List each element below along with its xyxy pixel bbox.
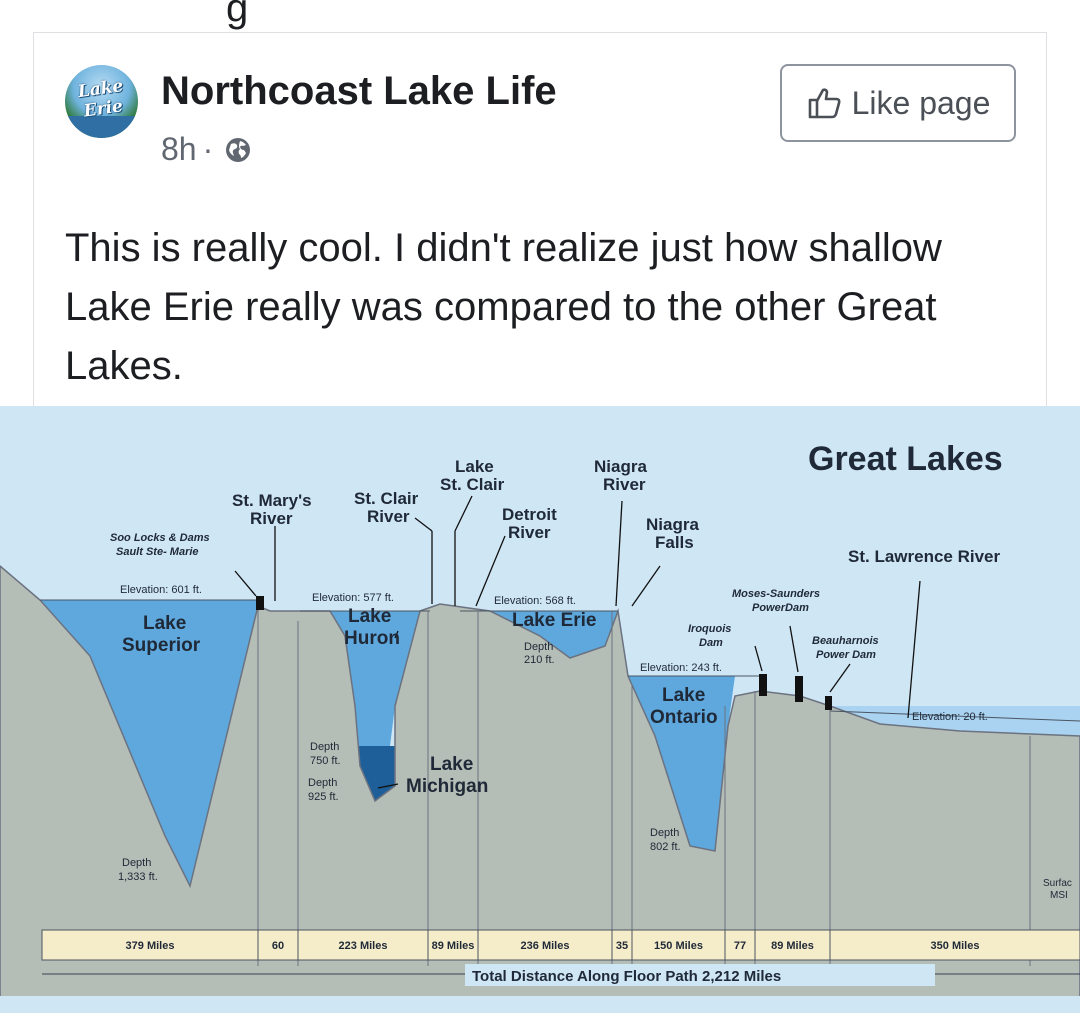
distance-label: 89 Miles <box>432 940 475 952</box>
distance-label: 89 Miles <box>771 940 814 952</box>
distance-label: 60 <box>272 940 284 952</box>
great-lakes-figure: Great Lakes Lake Superior Lake Huron Lak… <box>0 406 1080 1013</box>
label-niagra-falls-2: Falls <box>655 533 694 552</box>
label-beauharnois-2: Power Dam <box>816 649 876 661</box>
label-detroit-river: River <box>508 523 551 542</box>
like-page-label: Like page <box>851 84 991 121</box>
great-lakes-profile-diagram: Great Lakes Lake Superior Lake Huron Lak… <box>0 406 1080 1013</box>
label-lake-erie: Lake Erie <box>512 610 597 631</box>
label-lake-superior-1: Lake <box>143 613 186 634</box>
figure-bottom <box>0 996 1080 1013</box>
label-lake-st-clair-1: Lake <box>455 457 494 476</box>
elevation-labels: Elevation: 601 ft. Elevation: 577 ft. El… <box>120 584 988 723</box>
river-labels: St. Mary's River St. Clair River Lake St… <box>232 457 1001 566</box>
distance-cells: 379 Miles 60 223 Miles 89 Miles 236 Miles 35 1… <box>126 930 980 960</box>
land-profile <box>0 565 1080 1013</box>
page-name[interactable]: Northcoast Lake Life <box>161 69 557 113</box>
beauharnois-dam <box>825 696 832 710</box>
section-dividers <box>257 606 1031 966</box>
label-lake-ontario-1: Lake <box>662 685 705 706</box>
total-label-bg <box>465 964 935 986</box>
label-moses-1: Moses-Saunders <box>732 588 820 600</box>
label-lake-ontario-2: Ontario <box>650 707 718 728</box>
pointer-lines <box>234 495 921 789</box>
iroquois-dam <box>759 674 767 696</box>
soo-locks-dam <box>256 596 264 610</box>
label-soo-1: Soo Locks & Dams <box>110 532 210 544</box>
distance-label: 236 Miles <box>521 940 570 952</box>
label-moses-2: PowerDam <box>752 602 809 614</box>
depth-erie-2: 210 ft. <box>524 654 555 666</box>
label-beauharnois-1: Beauharnois <box>812 635 879 647</box>
lake-labels: Lake Superior Lake Huron Lake Michigan L… <box>122 606 718 797</box>
post-text: This is really cool. I didn't realize ju… <box>65 226 942 388</box>
distance-label: 150 Miles <box>654 940 703 952</box>
distance-label: 379 Miles <box>126 940 175 952</box>
huron-water <box>330 611 420 766</box>
like-page-button[interactable]: Like page <box>780 64 1016 142</box>
label-lake-michigan-1: Lake <box>430 754 473 775</box>
label-iroquois-2: Dam <box>699 637 723 649</box>
label-niagra-river: River <box>603 475 646 494</box>
label-st-clair: St. Clair <box>354 489 419 508</box>
figure-title: Great Lakes <box>808 440 1003 478</box>
total-distance-label: Total Distance Along Floor Path 2,212 Mi… <box>472 968 781 985</box>
depth-erie-1: Depth <box>524 641 553 653</box>
elev-superior: Elevation: 601 ft. <box>120 584 202 596</box>
post-card: Lake Erie Northcoast Lake Life 8h · Like… <box>33 32 1047 408</box>
distance-label: 77 <box>734 940 746 952</box>
distance-bar <box>41 929 1080 961</box>
label-lake-huron-1: Lake <box>348 606 391 627</box>
label-st-clair-river: River <box>367 507 410 526</box>
depth-superior-1: Depth <box>122 857 151 869</box>
depth-labels: Depth 1,333 ft. Depth 750 ft. Depth 925 … <box>118 641 681 883</box>
st-lawrence-surface-line <box>829 710 1080 722</box>
globe-icon <box>226 137 251 162</box>
label-soo-2: Sault Ste- Marie <box>116 546 199 558</box>
depth-michigan-2: 925 ft. <box>308 791 339 803</box>
label-st-marys-river: River <box>250 509 293 528</box>
label-st-lawrence: St. Lawrence River <box>848 547 1001 566</box>
thumbs-up-icon <box>808 88 841 119</box>
dam-labels: Soo Locks & Dams Sault Ste- Marie Moses-… <box>110 532 879 661</box>
distance-label: 35 <box>616 940 628 952</box>
distance-label: 350 Miles <box>931 940 980 952</box>
surface-label-1: Surfac <box>1043 878 1072 889</box>
depth-michigan-1: Depth <box>308 777 337 789</box>
avatar-water <box>65 116 138 138</box>
label-lake-st-clair-2: St. Clair <box>440 475 505 494</box>
label-niagra-falls-1: Niagra <box>646 515 699 534</box>
elev-erie: Elevation: 568 ft. <box>494 595 576 607</box>
post-meta: 8h · <box>161 131 253 168</box>
erie-water <box>490 611 618 658</box>
depth-superior-2: 1,333 ft. <box>118 871 158 883</box>
depth-ontario-2: 802 ft. <box>650 841 681 853</box>
label-st-marys: St. Mary's <box>232 491 312 510</box>
label-detroit: Detroit <box>502 505 557 524</box>
superior-water <box>40 600 258 886</box>
cropped-text-fragment: g <box>226 0 249 30</box>
post-time[interactable]: 8h <box>161 131 197 167</box>
elev-ontario: Elevation: 243 ft. <box>640 662 722 674</box>
label-lake-michigan-2: Michigan <box>406 776 488 797</box>
elev-st-lawrence: Elevation: 20 ft. <box>912 711 988 723</box>
ontario-water <box>628 676 735 851</box>
surface-label-2: MSI <box>1050 890 1068 901</box>
label-lake-huron-2: Huron <box>344 628 400 649</box>
elev-huron: Elevation: 577 ft. <box>312 592 394 604</box>
avatar[interactable]: Lake Erie <box>65 65 138 138</box>
label-niagra: Niagra <box>594 457 647 476</box>
depth-huron-2: 750 ft. <box>310 755 341 767</box>
label-lake-superior-2: Superior <box>122 635 201 656</box>
moses-saunders-dam <box>795 676 803 702</box>
depth-huron-1: Depth <box>310 741 339 753</box>
label-iroquois-1: Iroquois <box>688 623 731 635</box>
distance-label: 223 Miles <box>339 940 388 952</box>
meta-separator: · <box>202 131 214 167</box>
depth-ontario-1: Depth <box>650 827 679 839</box>
